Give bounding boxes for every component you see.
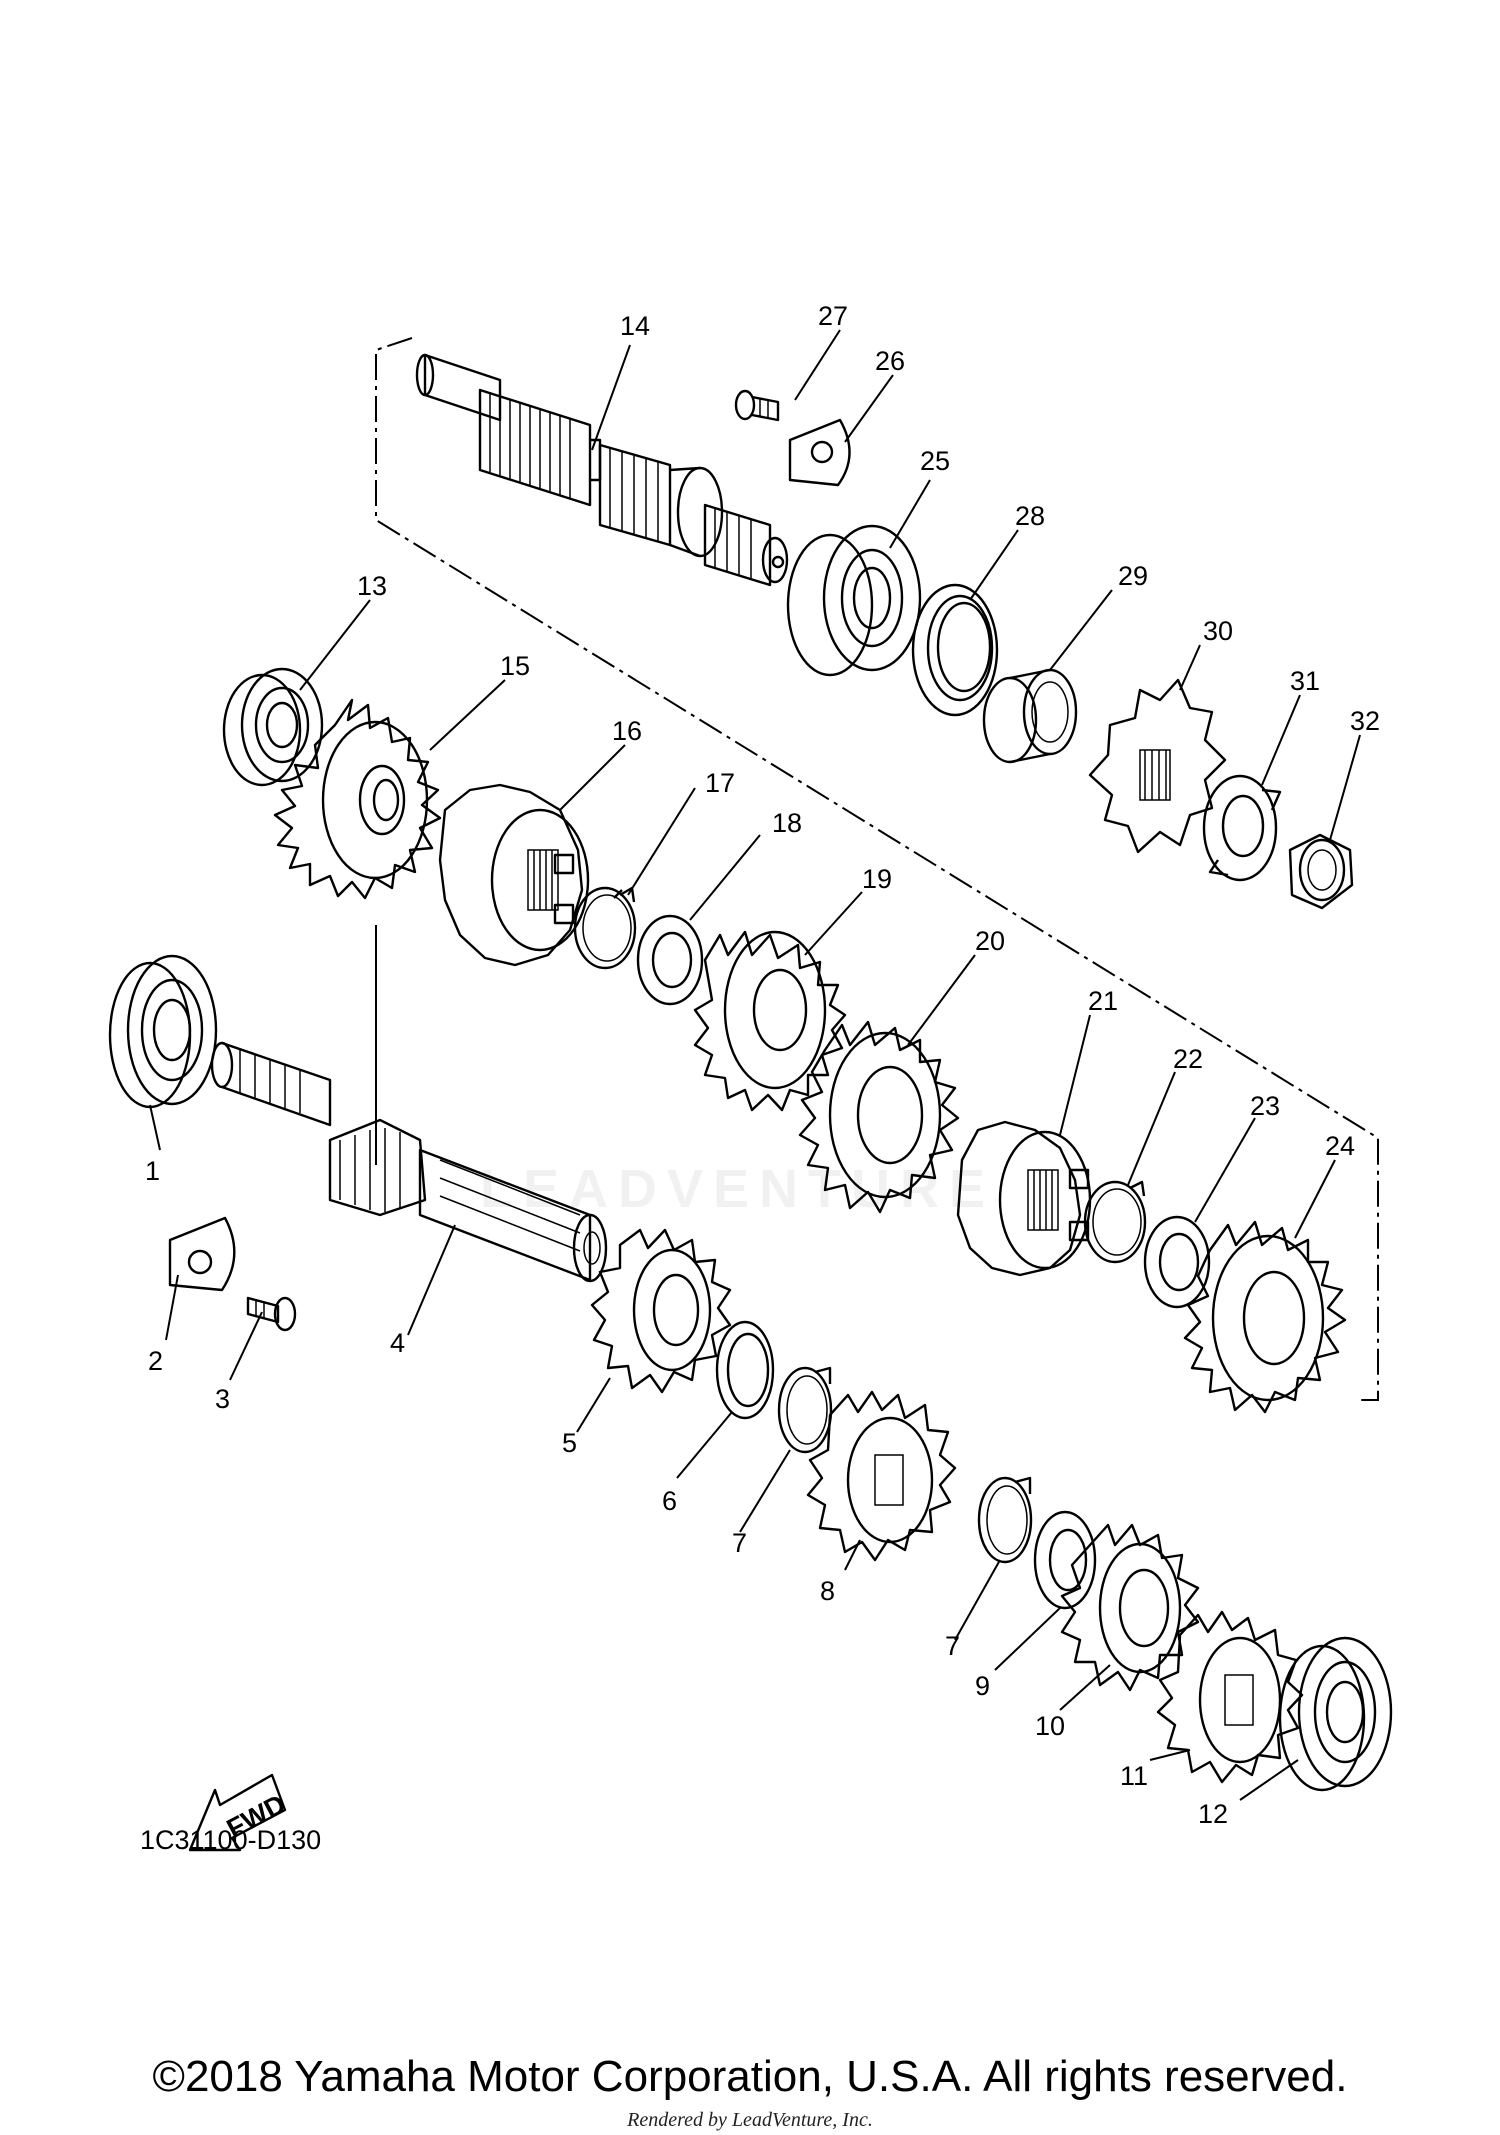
diagram-code: 1C31100-D130 xyxy=(140,1825,322,1855)
part-4-main-axle[interactable] xyxy=(210,1041,608,1283)
part-2-plate[interactable] xyxy=(168,1216,236,1292)
part-11-gear[interactable] xyxy=(1156,1610,1304,1784)
callout-31: 31 xyxy=(1290,666,1320,696)
callout-5: 5 xyxy=(562,1428,577,1458)
callout-12: 12 xyxy=(1198,1799,1228,1829)
callout-23: 23 xyxy=(1250,1091,1280,1121)
part-23-washer[interactable] xyxy=(1143,1215,1211,1309)
part-15-gear[interactable] xyxy=(273,698,442,900)
leader-lines xyxy=(149,329,1361,1801)
part-7-circlip-second[interactable] xyxy=(977,1476,1033,1564)
callout-22: 22 xyxy=(1173,1044,1203,1074)
part-29-collar[interactable] xyxy=(982,668,1078,764)
part-7-circlip[interactable] xyxy=(777,1366,833,1454)
part-26-plate[interactable] xyxy=(788,418,851,487)
part-18-washer[interactable] xyxy=(636,914,704,1006)
callout-14: 14 xyxy=(620,311,650,341)
callout-17: 17 xyxy=(705,768,735,798)
part-1-bearing[interactable] xyxy=(108,954,218,1109)
callout-25: 25 xyxy=(920,446,950,476)
callout-21: 21 xyxy=(1088,986,1118,1016)
part-27-screw[interactable] xyxy=(734,389,780,422)
part-5-gear[interactable] xyxy=(590,1228,732,1394)
callout-11: 11 xyxy=(1120,1761,1148,1791)
callout-20: 20 xyxy=(975,926,1005,956)
part-19-gear[interactable] xyxy=(693,930,847,1112)
callout-16: 16 xyxy=(612,716,642,746)
part-8-gear[interactable] xyxy=(806,1390,957,1562)
part-9-washer[interactable] xyxy=(1033,1510,1097,1610)
rendered-by-credit: Rendered by LeadVenture, Inc. xyxy=(627,2109,873,2131)
callout-7: 7 xyxy=(732,1528,747,1558)
callout-27: 27 xyxy=(818,301,848,331)
part-3-screw[interactable] xyxy=(246,1296,297,1332)
part-13-bearing[interactable] xyxy=(222,667,324,787)
part-31-lock-washer[interactable] xyxy=(1202,774,1282,882)
callout-28: 28 xyxy=(1015,501,1045,531)
callout-3: 3 xyxy=(215,1384,230,1414)
part-28-oil-seal[interactable] xyxy=(911,583,999,717)
part-24-gear[interactable] xyxy=(1183,1220,1347,1414)
callout-15: 15 xyxy=(500,651,530,681)
part-20-gear[interactable] xyxy=(798,1020,960,1214)
part-14-drive-axle[interactable] xyxy=(415,353,789,587)
callout-1: 1 xyxy=(145,1156,160,1186)
part-10-gear[interactable] xyxy=(1060,1523,1200,1692)
callout-24: 24 xyxy=(1325,1131,1355,1161)
callout-32: 32 xyxy=(1350,706,1380,736)
callout-19: 19 xyxy=(862,864,892,894)
callout-4: 4 xyxy=(390,1328,405,1358)
callout-2: 2 xyxy=(148,1346,163,1376)
callout-30: 30 xyxy=(1203,616,1233,646)
callout-9: 9 xyxy=(975,1671,990,1701)
part-16-gear[interactable] xyxy=(438,783,590,967)
part-25-bearing[interactable] xyxy=(786,524,922,677)
callout-26: 26 xyxy=(875,346,905,376)
callout-29: 29 xyxy=(1118,561,1148,591)
part-32-nut[interactable] xyxy=(1288,833,1354,910)
callout-7-second: 7 xyxy=(945,1631,960,1661)
part-30-sprocket[interactable] xyxy=(1088,678,1227,854)
callout-numbers: 14 27 26 25 28 29 30 31 32 13 15 16 17 1… xyxy=(145,301,1380,1829)
part-17-circlip[interactable] xyxy=(573,886,637,970)
callout-18: 18 xyxy=(772,808,802,838)
part-12-bearing[interactable] xyxy=(1278,1636,1393,1792)
part-22-circlip[interactable] xyxy=(1083,1180,1147,1264)
copyright-notice: ©2018 Yamaha Motor Corporation, U.S.A. A… xyxy=(152,2052,1348,2101)
callout-6: 6 xyxy=(662,1486,677,1516)
callout-8: 8 xyxy=(820,1576,835,1606)
callout-13: 13 xyxy=(357,571,387,601)
callout-10: 10 xyxy=(1035,1711,1065,1741)
part-6-washer[interactable] xyxy=(715,1320,775,1420)
part-21-gear[interactable] xyxy=(956,1120,1092,1277)
